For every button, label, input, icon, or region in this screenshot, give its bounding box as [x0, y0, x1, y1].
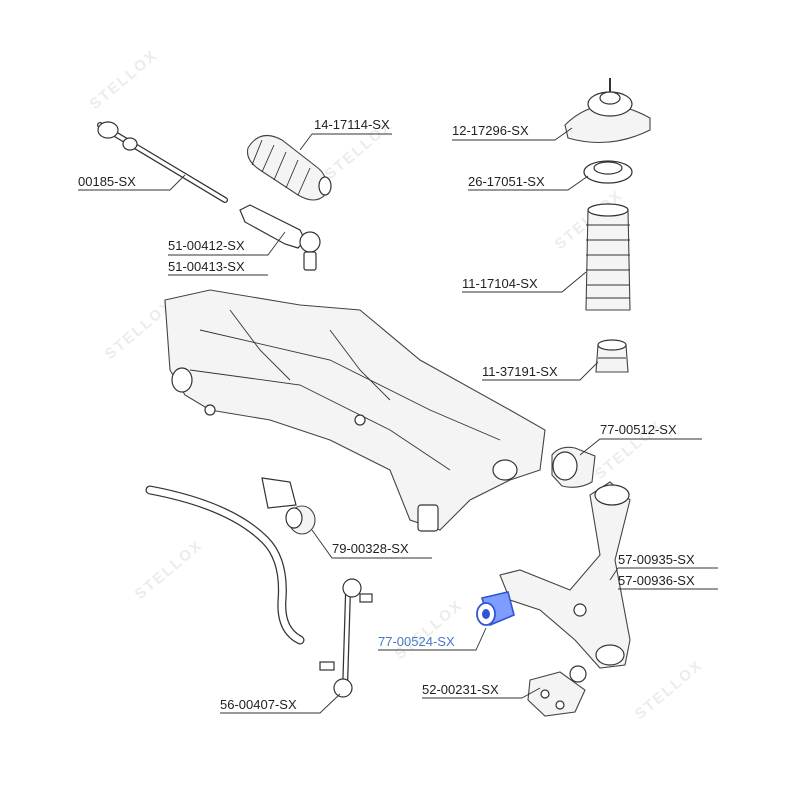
label-arm-bushing-front[interactable]: 77-00524-SX	[378, 634, 455, 649]
part-labels: 00185-SX 14-17114-SX 51-00412-SX 51-0041…	[78, 117, 695, 712]
label-strut-mount[interactable]: 12-17296-SX	[452, 123, 529, 138]
watermark-text: STELLOX	[392, 597, 467, 663]
tie-rod-end-part	[239, 204, 321, 271]
arm-bushing-rear-part	[551, 446, 596, 488]
watermark-text: STELLOX	[87, 47, 162, 113]
label-dust-boot[interactable]: 11-17104-SX	[462, 276, 538, 291]
label-stabilizer-bushing[interactable]: 79-00328-SX	[332, 541, 409, 556]
label-bearing[interactable]: 26-17051-SX	[468, 174, 545, 189]
label-control-arm-left[interactable]: 57-00935-SX	[618, 552, 695, 567]
label-control-arm-right[interactable]: 57-00936-SX	[618, 573, 695, 588]
label-stabilizer-link[interactable]: 56-00407-SX	[220, 697, 297, 712]
label-bump-stop[interactable]: 11-37191-SX	[482, 364, 558, 379]
arm-bushing-front-part	[476, 591, 515, 627]
label-steering-boot[interactable]: 14-17114-SX	[314, 117, 390, 132]
bump-stop-part	[595, 339, 629, 373]
stabilizer-link-part	[319, 578, 373, 698]
steering-boot-part	[246, 134, 332, 201]
label-tie-rod-end-right[interactable]: 51-00413-SX	[168, 259, 245, 274]
label-arm-bushing-rear[interactable]: 77-00512-SX	[600, 422, 677, 437]
label-tie-rod-inner[interactable]: 00185-SX	[78, 174, 136, 189]
label-tie-rod-end-left[interactable]: 51-00412-SX	[168, 238, 245, 253]
tie-rod-inner-part	[97, 121, 228, 203]
stabilizer-bushing-part	[285, 505, 316, 535]
watermark-text: STELLOX	[132, 537, 207, 603]
stabilizer-bar-part	[145, 477, 305, 645]
strut-mount-part	[564, 78, 651, 144]
leader-lines	[78, 127, 718, 714]
watermark-text: STELLOX	[632, 657, 707, 723]
subframe-part	[164, 289, 546, 532]
dust-boot-part	[585, 203, 631, 311]
control-arm-part	[499, 481, 631, 669]
ball-joint-part	[527, 665, 587, 717]
bearing-part	[583, 160, 633, 184]
label-ball-joint[interactable]: 52-00231-SX	[422, 682, 499, 697]
